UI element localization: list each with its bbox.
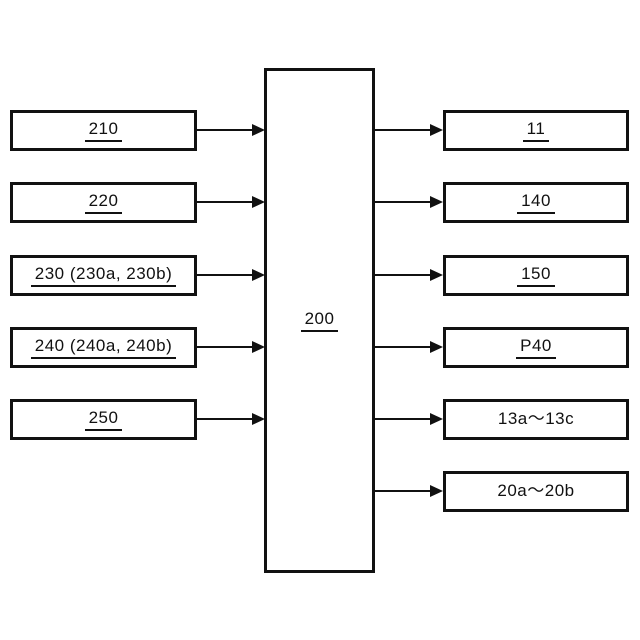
box-230: 230 (230a, 230b) [10, 255, 197, 296]
box-150-label: 150 [517, 265, 555, 287]
box-p40-label: P40 [516, 337, 556, 359]
arrow-230-to-200 [197, 269, 265, 281]
arrowhead-icon [430, 124, 443, 136]
arrowhead-icon [430, 196, 443, 208]
arrow-200-to-11 [374, 124, 443, 136]
box-230-label: 230 (230a, 230b) [30, 265, 177, 287]
arrowhead-icon [430, 485, 443, 497]
arrowhead-icon [430, 341, 443, 353]
arrowhead-icon [252, 341, 265, 353]
box-240: 240 (240a, 240b) [10, 327, 197, 368]
arrow-shaft [197, 201, 252, 203]
box-p40: P40 [443, 327, 629, 368]
box-250: 250 [10, 399, 197, 440]
box-140-label: 140 [517, 192, 555, 214]
arrow-200-to-13a-13c [374, 413, 443, 425]
box-140: 140 [443, 182, 629, 223]
box-13a-13c-label: 13a〜13c [497, 408, 575, 428]
arrow-200-to-150 [374, 269, 443, 281]
arrow-210-to-200 [197, 124, 265, 136]
arrow-200-to-p40 [374, 341, 443, 353]
box-20a-20b: 20a〜20b [443, 471, 629, 512]
box-210-label: 210 [84, 120, 123, 142]
arrow-shaft [197, 274, 252, 276]
box-150: 150 [443, 255, 629, 296]
box-11: 11 [443, 110, 629, 151]
arrow-200-to-140 [374, 196, 443, 208]
box-210: 210 [10, 110, 197, 151]
box-13a-13c: 13a〜13c [443, 399, 629, 440]
arrowhead-icon [430, 269, 443, 281]
box-250-label: 250 [84, 409, 123, 431]
box-20a-20b-label: 20a〜20b [497, 480, 575, 500]
arrowhead-icon [252, 196, 265, 208]
arrow-220-to-200 [197, 196, 265, 208]
arrow-shaft [374, 201, 430, 203]
box-11-label: 11 [522, 120, 550, 142]
box-220-label: 220 [84, 192, 123, 214]
arrowhead-icon [252, 124, 265, 136]
box-240-label: 240 (240a, 240b) [30, 337, 177, 359]
central-box-label: 200 [300, 310, 339, 332]
arrow-240-to-200 [197, 341, 265, 353]
arrowhead-icon [252, 413, 265, 425]
arrow-shaft [197, 129, 252, 131]
arrow-200-to-20a-20b [374, 485, 443, 497]
box-220: 220 [10, 182, 197, 223]
arrowhead-icon [430, 413, 443, 425]
central-box-200: 200 [264, 68, 375, 573]
arrow-shaft [374, 346, 430, 348]
arrow-shaft [374, 129, 430, 131]
arrow-shaft [374, 490, 430, 492]
arrow-shaft [374, 274, 430, 276]
arrowhead-icon [252, 269, 265, 281]
arrow-shaft [374, 418, 430, 420]
arrow-shaft [197, 346, 252, 348]
arrow-shaft [197, 418, 252, 420]
arrow-250-to-200 [197, 413, 265, 425]
